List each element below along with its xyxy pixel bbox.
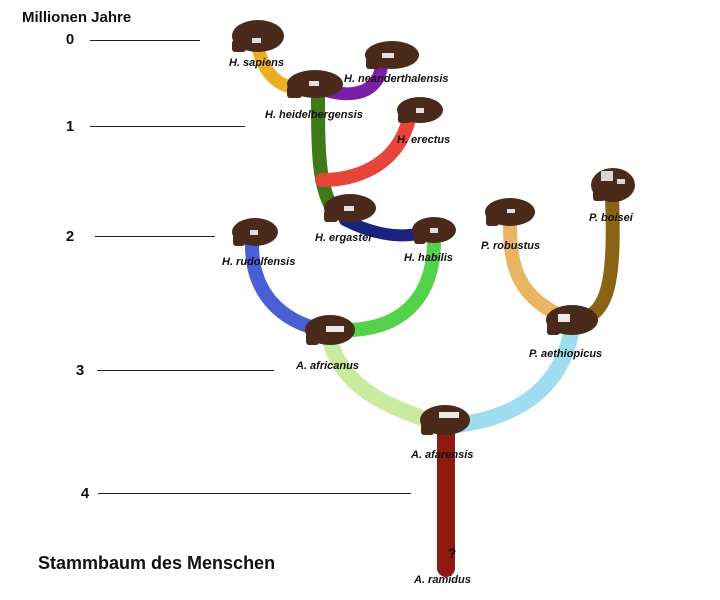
unknown-mark: ? [448,545,457,561]
skull-icon-ergaster [324,194,376,222]
tick-label-4: 4 [80,485,90,502]
branch-habilis [338,238,441,337]
skull-icon-neanderthalensis [365,41,419,69]
branch-africanus [322,332,448,433]
label-h-rudolfensis: H. rudolfensis [222,256,296,268]
label-a-ramidus: A. ramidus [414,574,471,586]
branch-robustus [503,218,572,325]
label-h-sapiens: H. sapiens [229,57,285,69]
label-a-afarensis: A. afarensis [411,449,474,461]
label-h-ergaster: H. ergaster [315,232,373,244]
axis-title: Millionen Jahre [22,9,132,26]
label-a-africanus: A. africanus [296,360,359,372]
label-p-aethiopicus: P. aethiopicus [529,348,603,360]
tick-label-1: 1 [65,118,75,135]
label-h-heidelbergensis: H. heidelbergensis [265,109,363,121]
label-h-erectus: H. erectus [397,134,451,146]
skull-icon-afarensis [420,405,470,435]
tick-line-2 [95,236,215,237]
label-h-neanderthalensis: H. neanderthalensis [344,73,449,85]
tick-label-2: 2 [65,228,75,245]
tick-label-0: 0 [65,31,75,48]
skull-icon-habilis [412,217,456,244]
skull-icons [232,20,635,435]
skull-icon-robustus [485,198,535,226]
branch-erectus [315,108,417,187]
branch-aethiopicus [447,320,580,433]
label-p-robustus: P. robustus [481,240,541,252]
skull-icon-erectus [397,97,443,123]
skull-icon-aethiopicus [546,305,598,335]
tick-line-4 [98,493,411,494]
label-h-habilis: H. habilis [404,252,453,264]
label-p-boisei: P. boisei [589,212,633,224]
tick-line-0 [90,40,200,41]
skull-icon-boisei [591,168,635,202]
tick-line-1 [90,126,245,127]
tick-label-3: 3 [75,362,85,379]
skull-icon-rudolfensis [232,218,278,246]
skull-icon-heidelbergensis [287,70,343,98]
diagram-caption: Stammbaum des Menschen [38,553,276,573]
skull-icon-sapiens [232,20,284,52]
skull-icon-africanus [305,315,355,345]
tick-line-3 [97,370,274,371]
